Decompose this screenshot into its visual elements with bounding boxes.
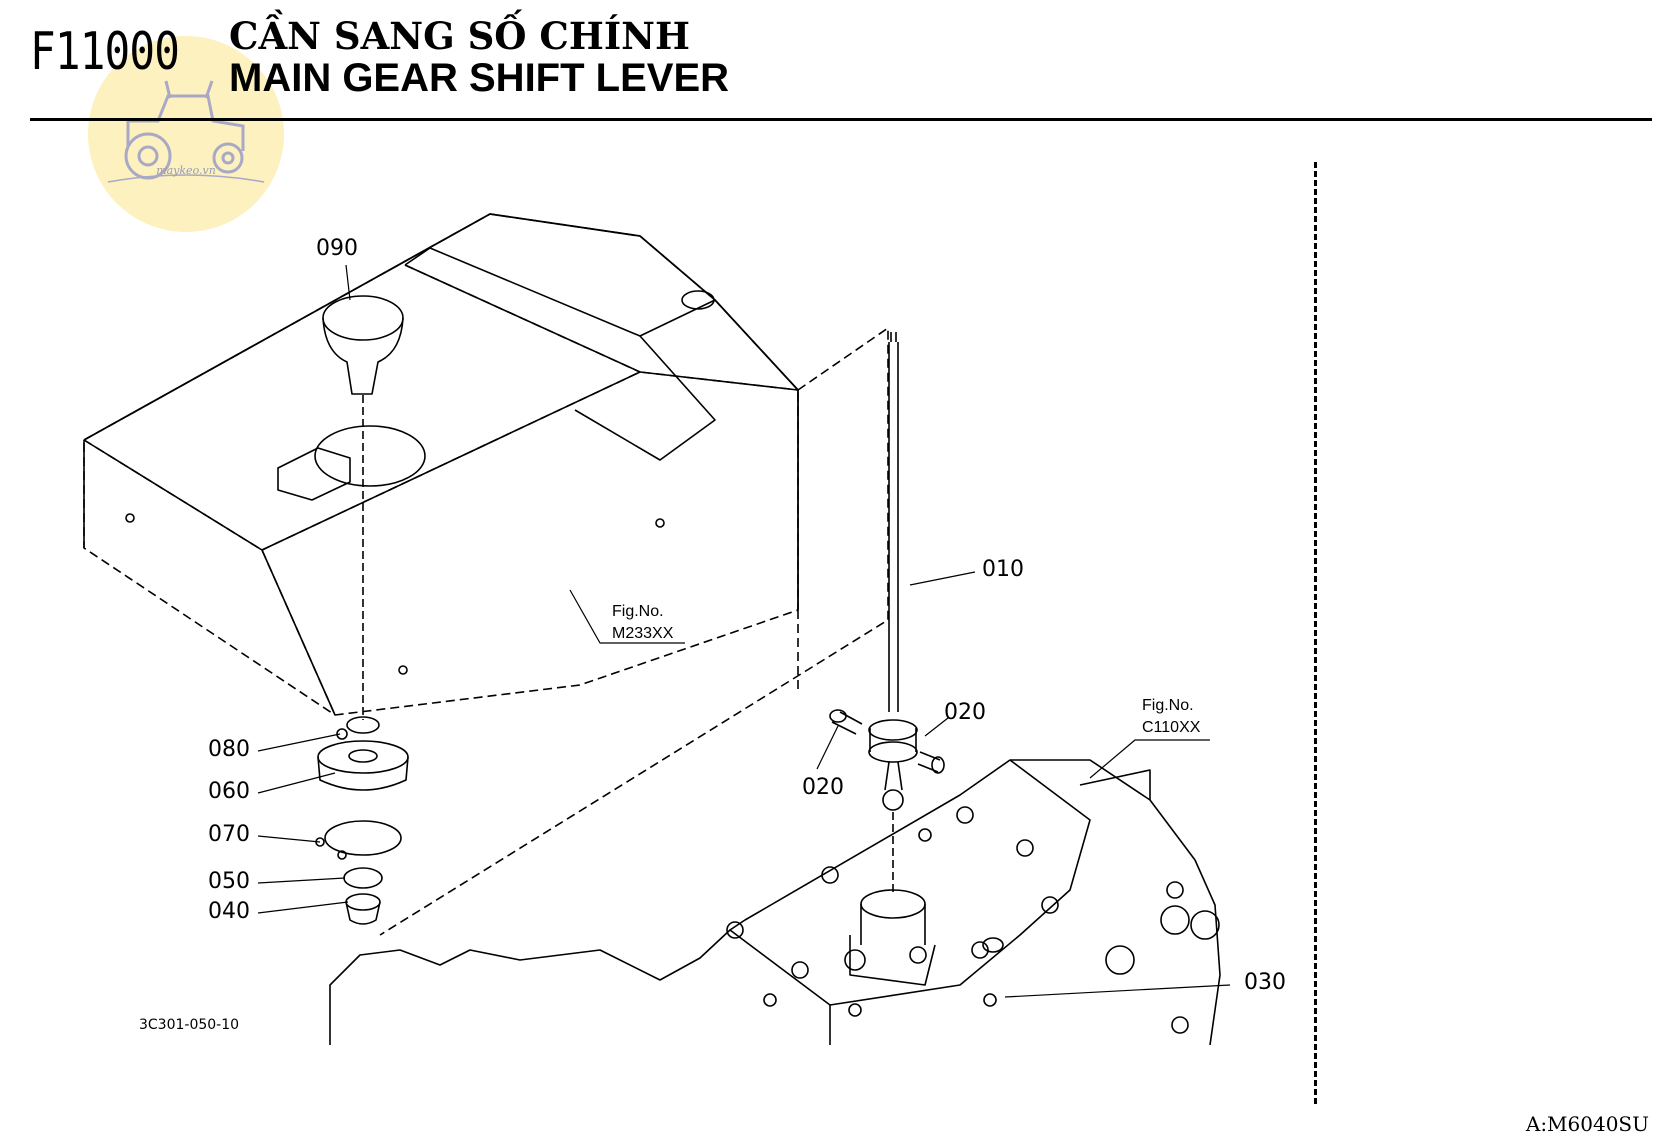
callout-030: 030 xyxy=(1244,970,1286,995)
callout-060: 060 xyxy=(208,779,250,804)
callout-010: 010 xyxy=(982,557,1024,582)
figure-ref-label: Fig.No. xyxy=(1142,697,1194,714)
leader-lines xyxy=(257,264,1231,998)
page-title-vietnamese: CẦN SANG SỐ CHÍNH xyxy=(229,14,690,58)
figure-ref-number: C110XX xyxy=(1142,719,1201,736)
page-divider xyxy=(1314,162,1317,1104)
figure-ref-label: Fig.No. xyxy=(612,603,664,620)
page-title-english: MAIN GEAR SHIFT LEVER xyxy=(229,56,730,100)
figure-ref-number: M233XX xyxy=(612,625,674,642)
drawing-number: 3C301-050-10 xyxy=(139,1017,240,1033)
watermark-logo: maykeo.vn xyxy=(88,36,284,232)
tractor-icon xyxy=(107,80,265,183)
callout-020-lower: 020 xyxy=(802,775,844,800)
cover-panel-outline xyxy=(83,213,889,936)
page-code: F11000 xyxy=(30,22,180,82)
callout-090: 090 xyxy=(316,236,358,261)
shift-knob-part xyxy=(322,295,404,395)
callout-070: 070 xyxy=(208,822,250,847)
model-code: A:M6040SU xyxy=(1525,1112,1649,1136)
transmission-housing xyxy=(329,759,1221,1046)
callout-040: 040 xyxy=(208,899,250,924)
callout-020-upper: 020 xyxy=(944,700,986,725)
shift-lever-part xyxy=(868,332,918,811)
figure-ref-cover: Fig.No. M233XX xyxy=(612,601,673,645)
callout-050: 050 xyxy=(208,869,250,894)
watermark-text: maykeo.vn xyxy=(156,164,216,177)
header-rule xyxy=(30,118,1652,121)
figure-ref-housing: Fig.No. C110XX xyxy=(1142,695,1200,739)
callout-080: 080 xyxy=(208,737,250,762)
